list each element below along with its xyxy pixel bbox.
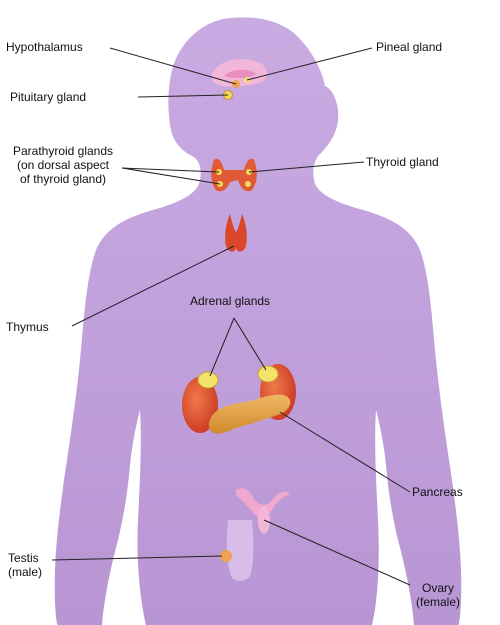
thymus-gland xyxy=(225,214,247,252)
label-pituitary-gland: Pituitary gland xyxy=(10,90,87,104)
label-thyroid-gland: Thyroid gland xyxy=(366,155,439,169)
label-parathyroid-glands: Parathyroid glands (on dorsal aspect of … xyxy=(12,144,114,186)
right-adrenal-gland xyxy=(257,365,279,383)
leader-lines xyxy=(51,47,411,586)
label-thymus: Thymus xyxy=(6,320,49,334)
parathyroid-gland xyxy=(245,181,251,187)
label-pancreas: Pancreas xyxy=(412,485,463,499)
label-pineal-gland: Pineal gland xyxy=(376,40,443,54)
brain-inner xyxy=(224,69,256,79)
uterus xyxy=(236,488,290,518)
left-adrenal-gland xyxy=(197,371,219,389)
body-silhouette xyxy=(54,17,462,625)
label-ovary: Ovary (female) xyxy=(415,581,460,609)
pancreas-gland xyxy=(208,394,291,434)
label-testis: Testis (male) xyxy=(8,551,43,579)
testis-gland xyxy=(220,550,232,562)
label-adrenal-glands: Adrenal glands xyxy=(190,294,271,308)
left-kidney xyxy=(182,377,218,433)
label-hypothalamus: Hypothalamus xyxy=(6,40,83,54)
male-genital xyxy=(226,520,254,581)
